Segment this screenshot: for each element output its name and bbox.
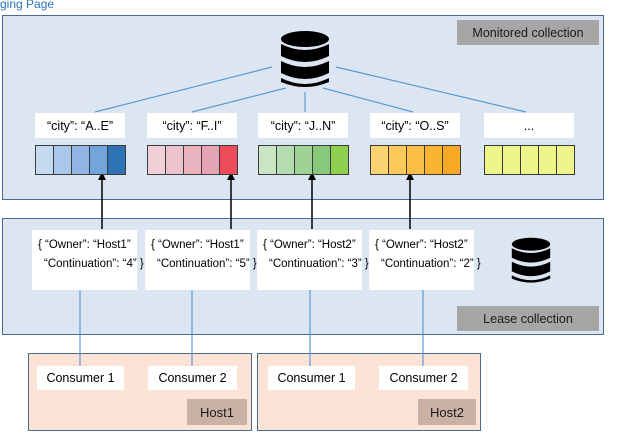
partition-strip <box>484 145 575 175</box>
partition-cell <box>295 145 313 175</box>
partition-cell <box>503 145 521 175</box>
lease-database-icon <box>511 237 551 283</box>
consumer-box: Consumer 2 <box>379 366 468 390</box>
partition-cell <box>331 145 349 175</box>
consumer-box: Consumer 2 <box>148 366 237 390</box>
partition-strip <box>147 145 238 175</box>
partition-cell <box>407 145 425 175</box>
partition-key-label: “city”: “F..I” <box>147 113 237 138</box>
db-link-line <box>94 66 273 113</box>
host1-label: Host1 <box>187 399 247 425</box>
db-link-line <box>191 87 287 113</box>
partition-cell <box>90 145 108 175</box>
partition-key-label: “city”: “O..S” <box>370 113 460 138</box>
partition-cell <box>425 145 443 175</box>
partition-strip <box>35 145 126 175</box>
lease-continuation: “Continuation”: “3” } <box>269 258 369 270</box>
lease-owner: { “Owner”: “Host2” <box>263 239 356 251</box>
partition-cell <box>220 145 238 175</box>
monitored-database-icon <box>281 31 329 87</box>
partition-key-label: ... <box>484 113 574 138</box>
consumer-box: Consumer 1 <box>268 366 355 390</box>
lease-owner: { “Owner”: “Host1” <box>151 239 244 251</box>
partition-cell <box>166 145 184 175</box>
partition-strip <box>258 145 349 175</box>
partition-cell <box>484 145 503 175</box>
lease-continuation: “Continuation”: “5” } <box>157 258 257 270</box>
partition-cell <box>521 145 539 175</box>
partition-cell <box>258 145 277 175</box>
partition-cell <box>72 145 90 175</box>
partition-cell <box>277 145 295 175</box>
consumer-box: Consumer 1 <box>37 366 124 390</box>
partition-key-label: “city”: “J..N” <box>258 113 348 138</box>
partition-cell <box>313 145 331 175</box>
host2-label: Host2 <box>418 399 476 425</box>
partition-cell <box>184 145 202 175</box>
lease-document: { “Owner”: “Host2” “Continuation”: “2” } <box>369 230 481 290</box>
header-link[interactable]: ging Page <box>0 0 55 11</box>
monitored-collection-label: Monitored collection <box>457 20 599 45</box>
partition-cell <box>539 145 557 175</box>
lease-owner: { “Owner”: “Host1” <box>38 239 131 251</box>
partition-cell <box>35 145 54 175</box>
lease-document: { “Owner”: “Host2” “Continuation”: “3” } <box>257 230 369 290</box>
partition-cell <box>202 145 220 175</box>
lease-continuation: “Continuation”: “2” } <box>381 258 481 270</box>
db-link-line <box>335 66 527 113</box>
lease-document: { “Owner”: “Host1” “Continuation”: “4” } <box>32 230 144 290</box>
partition-cell <box>557 145 575 175</box>
partition-strip <box>370 145 461 175</box>
db-link-line <box>322 87 414 113</box>
lease-document: { “Owner”: “Host1” “Continuation”: “5” } <box>145 230 257 290</box>
lease-owner: { “Owner”: “Host2” <box>375 239 468 251</box>
partition-cell <box>443 145 461 175</box>
partition-cell <box>54 145 72 175</box>
partition-key-label: “city”: “A..E” <box>35 113 125 138</box>
partition-cell <box>370 145 389 175</box>
lease-collection-label: Lease collection <box>457 306 599 331</box>
partition-cell <box>389 145 407 175</box>
lease-continuation: “Continuation”: “4” } <box>44 258 144 270</box>
partition-cell <box>108 145 126 175</box>
partition-cell <box>147 145 166 175</box>
